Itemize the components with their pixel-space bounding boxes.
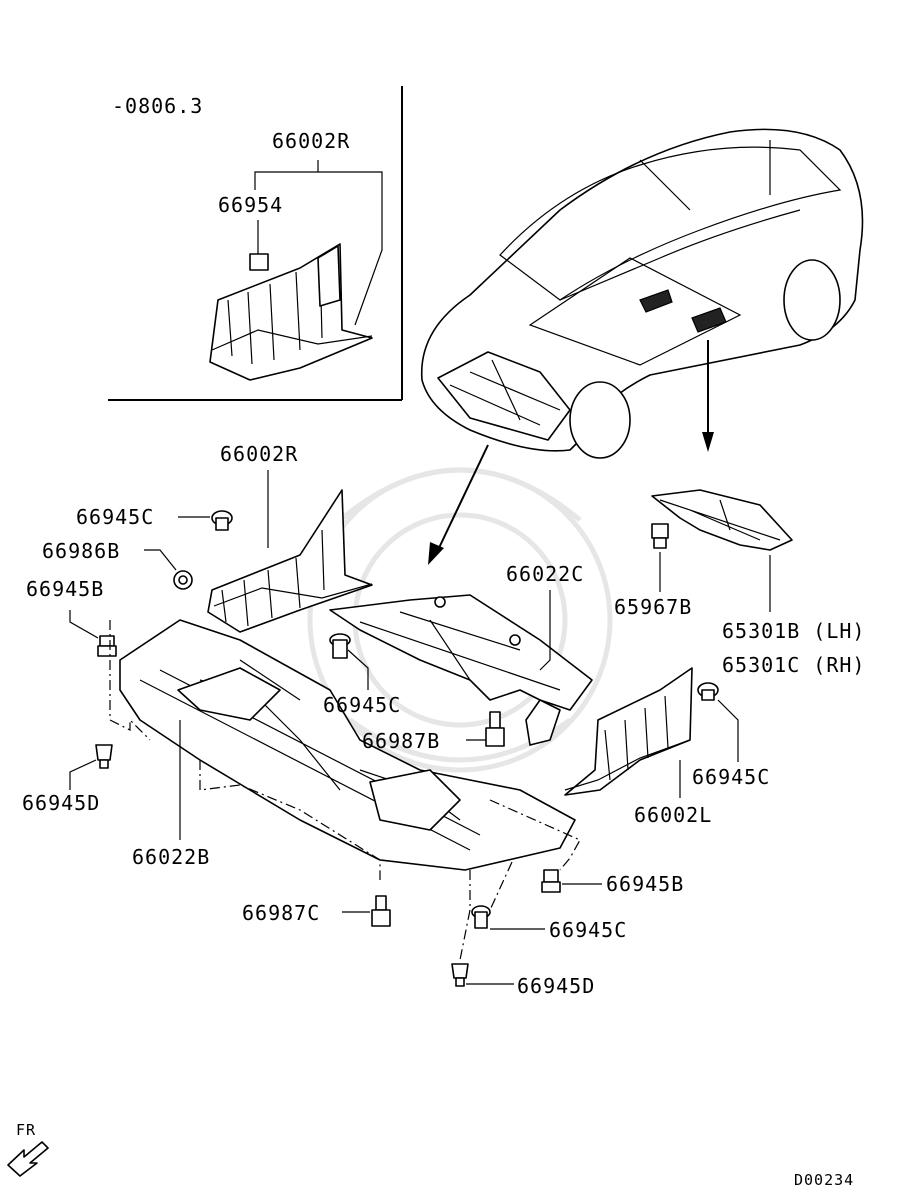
- engine-undercover-66022C-icon: [329, 594, 593, 746]
- clip-66945C-icon: [211, 510, 233, 531]
- label-66945C-top: 66945C: [76, 505, 154, 529]
- label-66987B: 66987B: [362, 729, 440, 753]
- engine-undercover-66022B-icon: [119, 619, 576, 871]
- label-66022C: 66022C: [506, 562, 584, 586]
- clip-66945D-bottom-icon: [451, 963, 469, 987]
- bolt-66987C-icon: [371, 895, 391, 927]
- clip-66945D-left-icon: [95, 744, 113, 769]
- label-66945C-mid: 66945C: [323, 693, 401, 717]
- splash-shield-66002L-icon: [564, 667, 693, 796]
- arrow-diagonal-icon: [428, 542, 444, 565]
- label-66002L: 66002L: [634, 803, 712, 827]
- cover-65301-icon: [651, 489, 793, 551]
- inset-range-label: -0806.3: [112, 94, 203, 118]
- drawing-code: D00234: [794, 1171, 854, 1187]
- clip-66954-icon: [249, 253, 269, 271]
- clip-66945C-right-icon: [697, 682, 719, 701]
- clip-66945C-bottom-icon: [471, 905, 491, 929]
- nut-66986B-icon: [173, 570, 193, 590]
- front-arrow-icon: [7, 1141, 49, 1177]
- label-66987C: 66987C: [242, 901, 320, 925]
- label-66986B: 66986B: [42, 539, 120, 563]
- label-65967B: 65967B: [614, 595, 692, 619]
- front-label: FR: [16, 1121, 36, 1139]
- clip-66945B-left-icon: [97, 635, 117, 657]
- splash-shield-66002R-icon: [207, 489, 373, 633]
- splash-shield-66002R-inset-icon: [209, 243, 373, 381]
- label-66945B-left: 66945B: [26, 577, 104, 601]
- nut-65967B-icon: [651, 523, 669, 549]
- bolt-66987B-icon: [485, 711, 505, 747]
- inset-label-66002R: 66002R: [272, 129, 350, 153]
- label-66022B: 66022B: [132, 845, 210, 869]
- clip-66945B-right-icon: [541, 869, 561, 893]
- label-66945D-bottom: 66945D: [517, 974, 595, 998]
- inset-label-66954: 66954: [218, 193, 283, 217]
- clip-66945C-mid-icon: [329, 633, 351, 659]
- vehicle-outline-icon: [420, 128, 864, 459]
- label-66945B-right: 66945B: [606, 872, 684, 896]
- label-66945C-bottom: 66945C: [549, 918, 627, 942]
- inset-panel: -0806.3 66002R 66954: [108, 86, 403, 401]
- label-66945D-left: 66945D: [22, 791, 100, 815]
- arrow-down-icon: [702, 432, 714, 452]
- label-65301B: 65301B (LH): [722, 619, 865, 643]
- label-66002R: 66002R: [220, 442, 298, 466]
- label-65301C: 65301C (RH): [722, 653, 865, 677]
- label-66945C-right: 66945C: [692, 765, 770, 789]
